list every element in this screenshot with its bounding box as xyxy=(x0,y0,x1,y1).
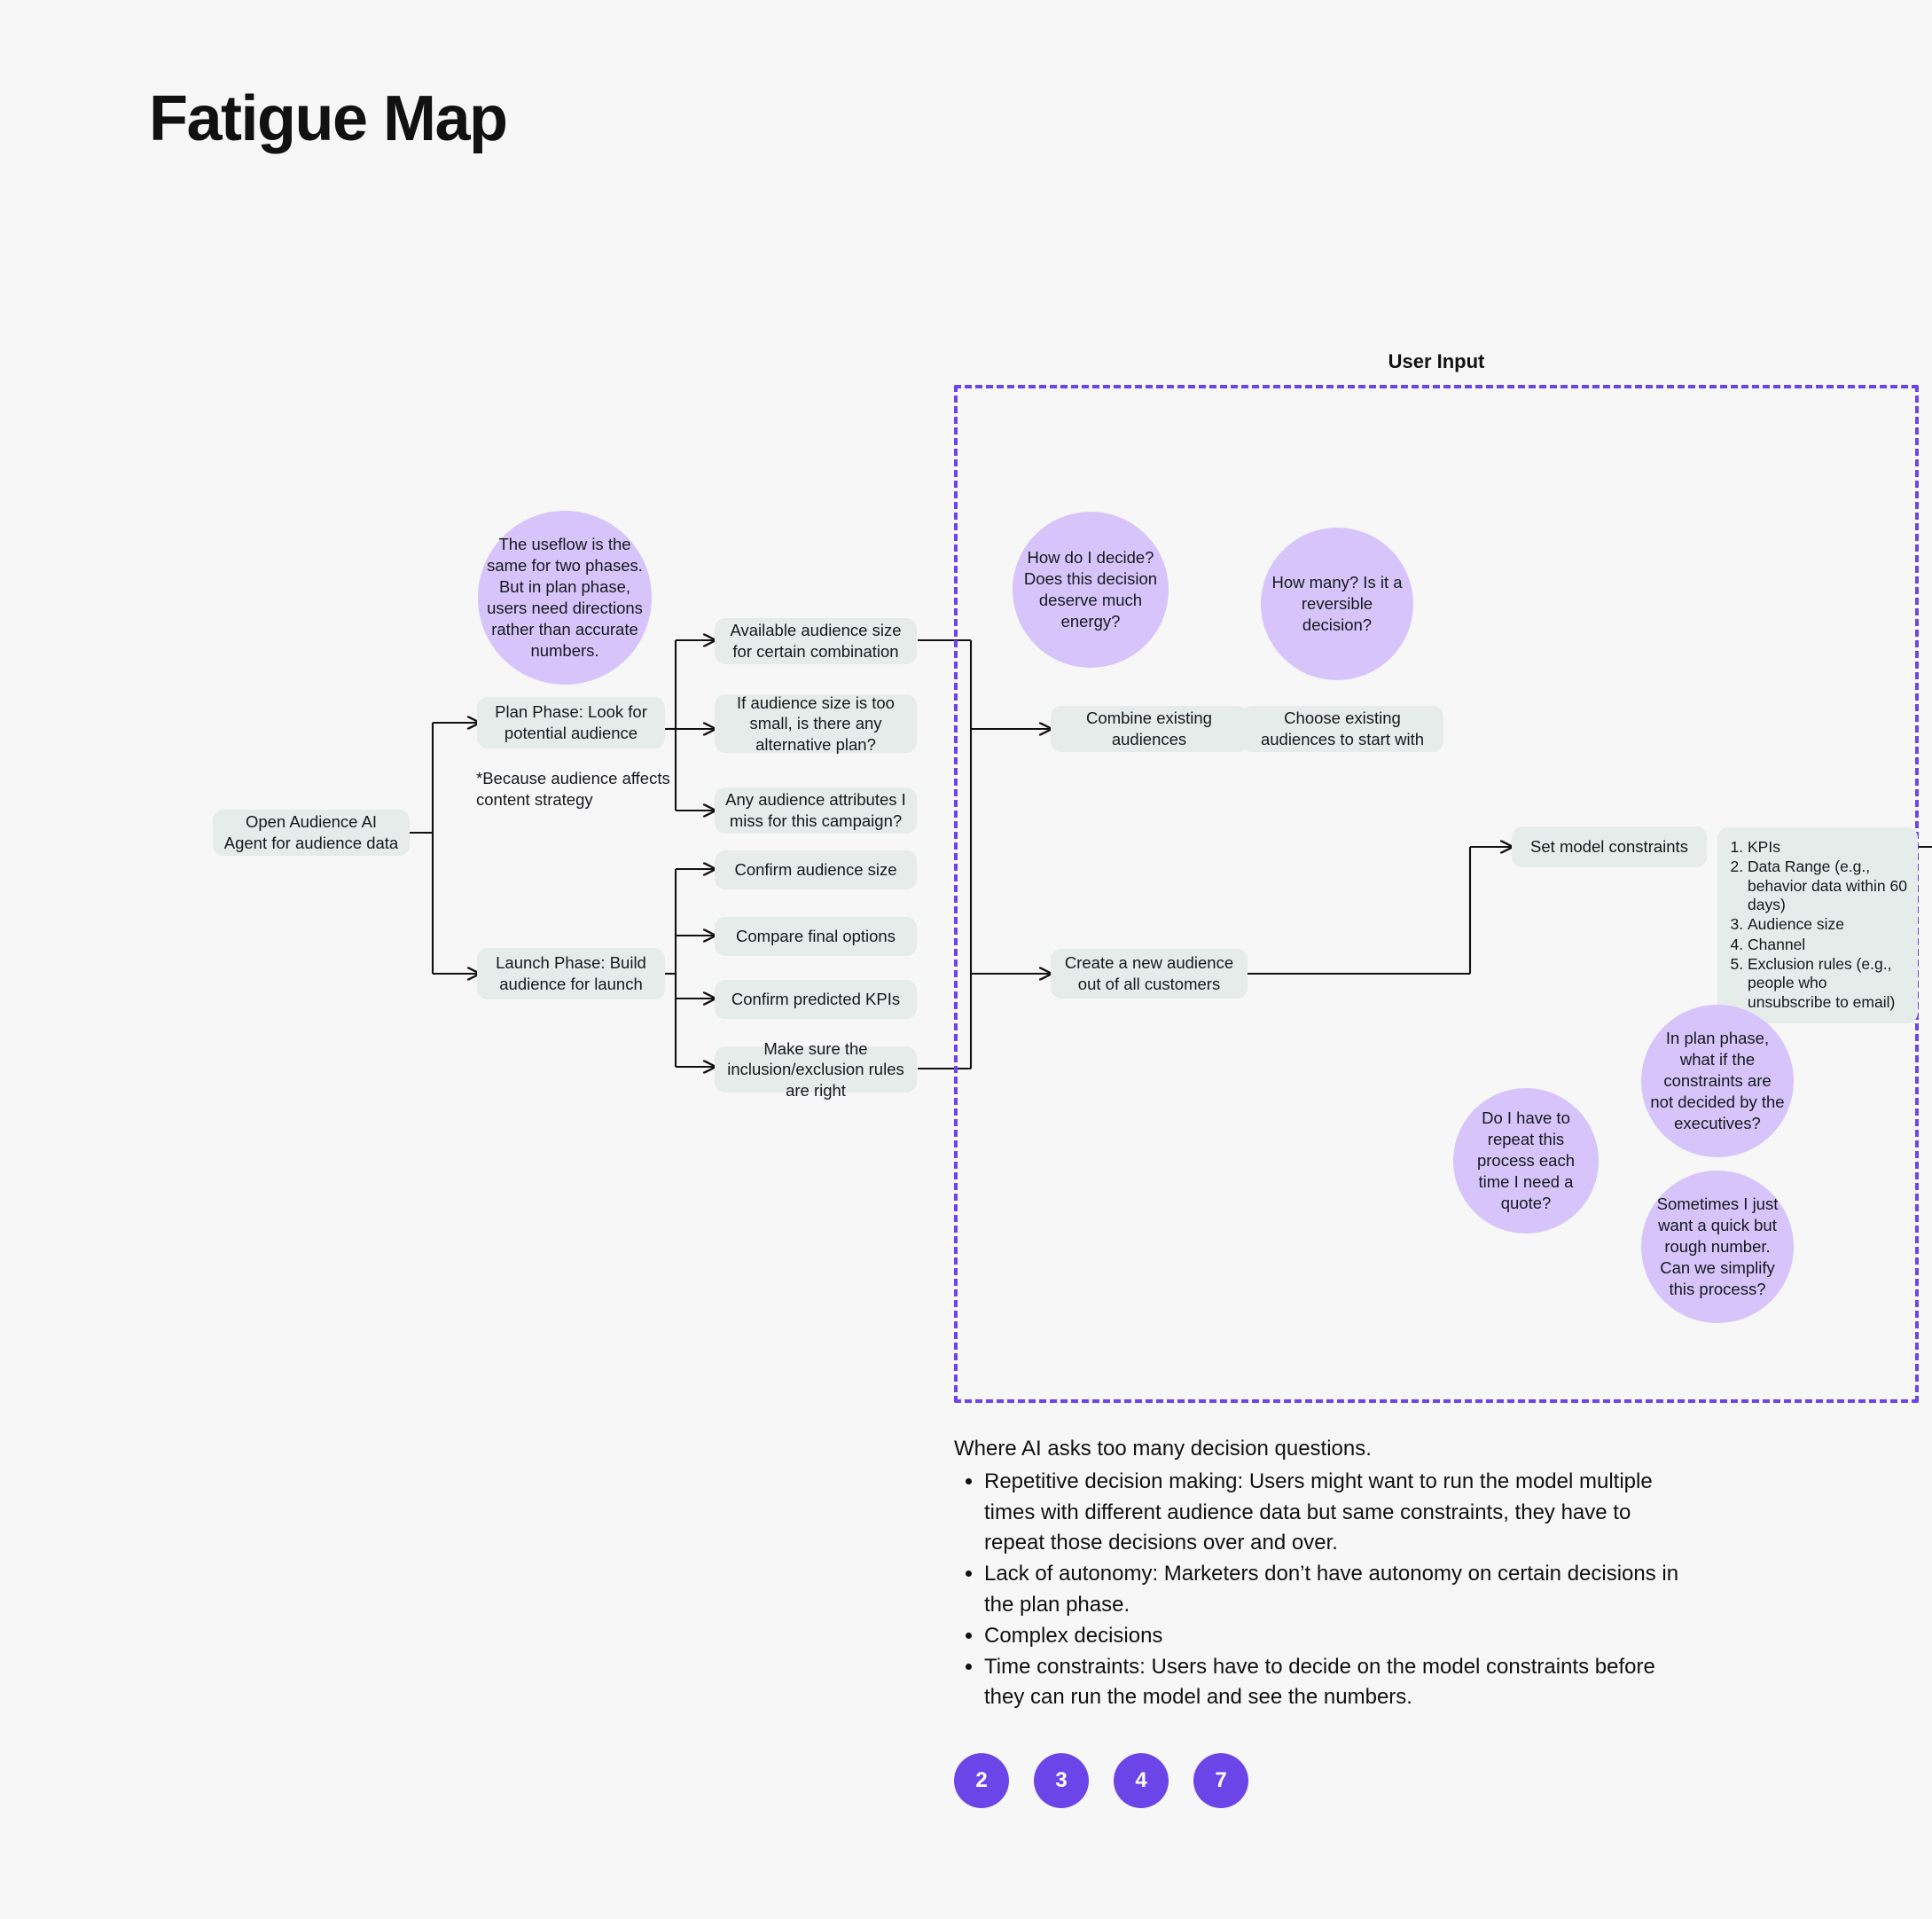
constraint-item: Audience size xyxy=(1748,915,1909,934)
page-title: Fatigue Map xyxy=(149,83,508,154)
notes-section: Where AI asks too many decision question… xyxy=(954,1434,1690,1713)
plan-phase-footnote: *Because audience affects content strate… xyxy=(476,769,670,810)
constraint-item: Channel xyxy=(1748,936,1909,954)
user-input-label: User Input xyxy=(1388,350,1485,372)
node-label: Open Audience AI Agent for audience data xyxy=(223,812,399,852)
node-label: Confirm audience size xyxy=(734,860,897,880)
thought-bubble-repeat-process: Do I have to repeat this process each ti… xyxy=(1453,1088,1599,1234)
bubble-text: Sometimes I just want a quick but rough … xyxy=(1656,1194,1779,1299)
notes-item: Time constraints: Users have to decide o… xyxy=(984,1652,1690,1714)
badge-7[interactable]: 7 xyxy=(1193,1753,1248,1808)
thought-bubble-how-many-reversible: How many? Is it a reversible decision? xyxy=(1261,528,1413,680)
node-label: Create a new audience out of all custome… xyxy=(1064,953,1234,993)
node-launch-step-1[interactable]: Confirm audience size xyxy=(715,850,917,889)
node-create-new-audience[interactable]: Create a new audience out of all custome… xyxy=(1051,949,1248,999)
node-combine-existing-audiences[interactable]: Combine existing audiences xyxy=(1051,706,1248,752)
node-plan-step-2[interactable]: If audience size is too small, is there … xyxy=(715,693,917,754)
node-launch-step-4[interactable]: Make sure the inclusion/exclusion rules … xyxy=(715,1039,917,1100)
notes-item: Lack of autonomy: Marketers don’t have a… xyxy=(984,1559,1690,1621)
node-plan-phase[interactable]: Plan Phase: Look for potential audience xyxy=(477,697,665,748)
constraint-item: Data Range (e.g., behavior data within 6… xyxy=(1748,858,1909,914)
node-label: Confirm predicted KPIs xyxy=(731,990,901,1009)
bubble-text: In plan phase, what if the constraints a… xyxy=(1650,1028,1785,1133)
node-plan-step-1[interactable]: Available audience size for certain comb… xyxy=(715,618,917,664)
node-label: Plan Phase: Look for potential audience xyxy=(495,702,647,742)
node-label: Set model constraints xyxy=(1530,837,1688,857)
badge-4[interactable]: 4 xyxy=(1114,1753,1169,1808)
notes-list: Repetitive decision making: Users might … xyxy=(984,1467,1690,1713)
node-launch-phase[interactable]: Launch Phase: Build audience for launch xyxy=(477,948,665,999)
node-set-model-constraints[interactable]: Set model constraints xyxy=(1512,826,1707,867)
thought-bubble-useflow: The useflow is the same for two phases. … xyxy=(478,511,652,685)
node-launch-step-2[interactable]: Compare final options xyxy=(715,917,917,956)
bubble-text: How many? Is it a reversible decision? xyxy=(1271,572,1403,635)
node-label: Choose existing audiences to start with xyxy=(1260,709,1425,748)
thought-bubble-quick-rough-number: Sometimes I just want a quick but rough … xyxy=(1641,1171,1794,1323)
model-constraints-list-box: KPIs Data Range (e.g., behavior data wit… xyxy=(1717,827,1918,1024)
bubble-text: The useflow is the same for two phases. … xyxy=(487,534,643,661)
node-open-audience-agent[interactable]: Open Audience AI Agent for audience data xyxy=(213,810,410,856)
badge-row: 2 3 4 7 xyxy=(954,1753,1248,1808)
bubble-text: Do I have to repeat this process each ti… xyxy=(1476,1108,1576,1213)
node-label: Available audience size for certain comb… xyxy=(730,621,902,661)
node-label: Compare final options xyxy=(736,927,896,946)
notes-item: Complex decisions xyxy=(984,1621,1690,1652)
node-launch-step-3[interactable]: Confirm predicted KPIs xyxy=(715,980,917,1019)
node-choose-existing-audiences[interactable]: Choose existing audiences to start with xyxy=(1241,706,1443,752)
node-plan-step-3[interactable]: Any audience attributes I miss for this … xyxy=(715,787,917,834)
thought-bubble-plan-phase-constraints: In plan phase, what if the constraints a… xyxy=(1641,1005,1794,1157)
node-label: Combine existing audiences xyxy=(1086,709,1212,748)
badge-3[interactable]: 3 xyxy=(1034,1753,1089,1808)
constraint-item: Exclusion rules (e.g., people who unsubs… xyxy=(1748,955,1909,1012)
notes-item: Repetitive decision making: Users might … xyxy=(984,1467,1690,1559)
bubble-text: How do I decide? Does this decision dese… xyxy=(1023,547,1158,631)
node-label: If audience size is too small, is there … xyxy=(737,693,895,754)
thought-bubble-how-do-i-decide: How do I decide? Does this decision dese… xyxy=(1013,512,1169,668)
constraint-item: KPIs xyxy=(1748,838,1909,857)
node-label: Make sure the inclusion/exclusion rules … xyxy=(727,1038,904,1100)
badge-2[interactable]: 2 xyxy=(954,1753,1009,1808)
node-label: Any audience attributes I miss for this … xyxy=(725,790,906,830)
node-label: Launch Phase: Build audience for launch xyxy=(496,953,646,993)
model-constraints-list: KPIs Data Range (e.g., behavior data wit… xyxy=(1748,838,1909,1012)
notes-heading: Where AI asks too many decision question… xyxy=(954,1437,1372,1461)
